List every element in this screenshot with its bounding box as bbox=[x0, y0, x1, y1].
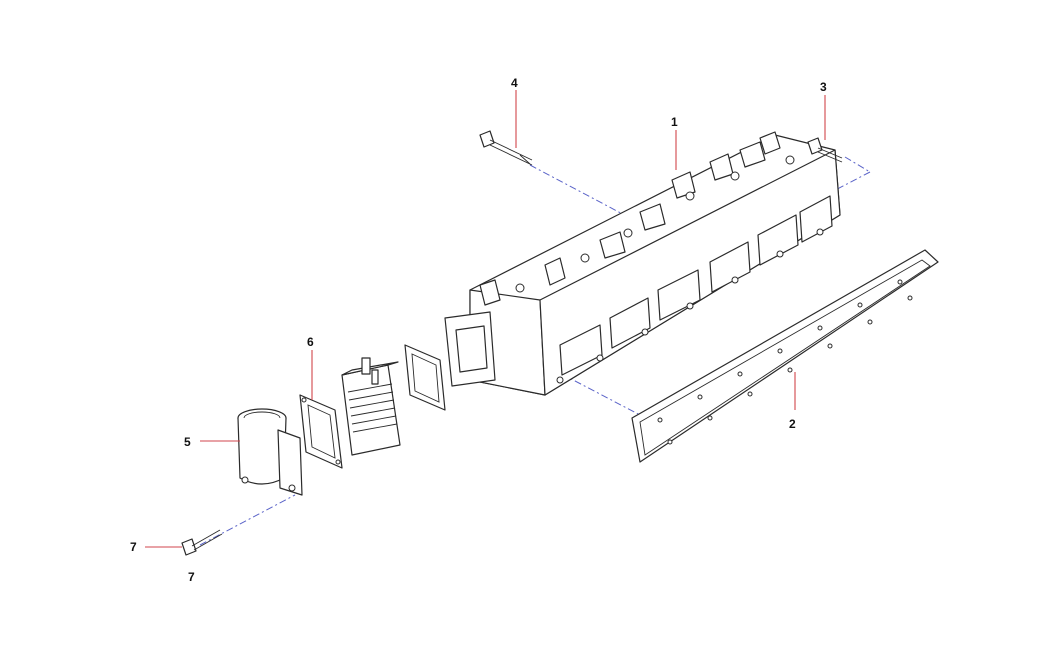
long-bolt bbox=[479, 130, 533, 166]
heater-fins bbox=[347, 383, 398, 433]
manifold-gasket bbox=[631, 249, 939, 463]
intake-heater bbox=[341, 357, 401, 456]
callout-2: 2 bbox=[789, 417, 796, 431]
flange-gasket bbox=[404, 344, 446, 411]
callout-5: 5 bbox=[184, 435, 191, 449]
leader-lines bbox=[145, 90, 826, 548]
footer-label: 7 bbox=[188, 570, 195, 584]
callout-labels: 1 2 3 4 5 6 7 7 bbox=[130, 76, 827, 584]
heater-gasket bbox=[299, 394, 343, 469]
callout-7: 7 bbox=[130, 540, 137, 554]
flange-bolt bbox=[181, 529, 223, 556]
callout-4: 4 bbox=[511, 76, 518, 90]
callout-3: 3 bbox=[820, 80, 827, 94]
callout-6: 6 bbox=[307, 335, 314, 349]
callout-1: 1 bbox=[671, 115, 678, 129]
manifold-ports bbox=[559, 195, 833, 376]
short-bolt bbox=[807, 137, 843, 163]
intake-manifold bbox=[444, 131, 841, 396]
elbow-housing bbox=[237, 408, 303, 496]
